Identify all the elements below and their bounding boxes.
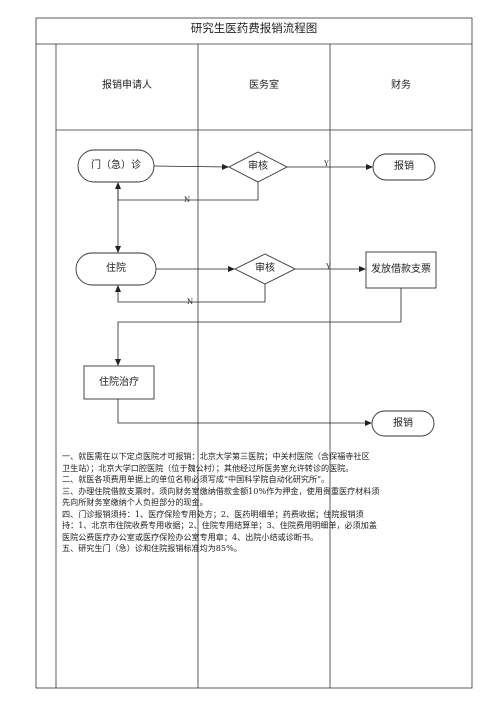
edge-label-no-inpatient: N — [187, 298, 194, 306]
frame-lines — [35, 17, 473, 689]
reimburse-outpatient-label: 报销 — [394, 161, 414, 172]
diagram-title: 研究生医药费报销流程图 — [190, 21, 318, 35]
reimburse-outpatient-node — [372, 153, 436, 181]
review-outpatient-label: 审核 — [248, 161, 268, 172]
review-inpatient-label: 审核 — [255, 263, 275, 274]
loan-form-label: 发放借款支票 — [371, 264, 431, 275]
notes-block: 一、就医需在以下定点医院才可报销：北京大学第三医院；中关村医院（含保福寺社区 卫… — [62, 451, 476, 555]
edge-label-no-outpatient: N — [184, 196, 191, 204]
edge-label-yes-inpatient: Y — [326, 263, 331, 271]
lane-header-clinic: 医务室 — [249, 80, 279, 91]
note-line: 卫生站）；北京大学口腔医院（位于魏公村）；其他经过所医务室允许转诊的医院。 — [62, 462, 354, 473]
reimburse-final-label: 报销 — [393, 418, 413, 429]
note-line: 先向所财务室缴纳个人负担部分的现金。 — [62, 497, 208, 507]
connectors — [115, 163, 402, 426]
inpatient-treatment-node — [83, 365, 155, 400]
note-line: 四、门诊报销须持：1、医疗保险专用处方；2、医药明细单；药费收据；住院报销须 — [62, 508, 364, 519]
inpatient-label: 住院 — [106, 263, 126, 274]
reimburse-final-node — [371, 410, 435, 437]
outpatient-label: 门（急）诊 — [91, 160, 141, 171]
note-line: 一、就医需在以下定点医院才可报销：北京大学第三医院；中关村医院（含保福寺社区 — [62, 451, 370, 461]
note-line: 持：1、北京市住院收费专用收据；2、住院专用结算单；3、住院费用明细单，必须加盖 — [62, 520, 377, 530]
note-line: 五、研究生门（急）诊和住院报销标准均为85%。 — [62, 543, 242, 553]
lane-header-applicant: 报销申请人 — [102, 80, 152, 91]
note-line: 二、就医各项费用单据上的单位名称必须写成“中国科学院自动化研究所”。 — [62, 474, 330, 484]
loan-form-node — [365, 251, 437, 289]
lane-header-finance: 财务 — [391, 80, 411, 91]
note-line: 三、办理住院借款支票时，须向财务室缴纳借款金额10%作为押金，使用贵重医疗材料须 — [62, 485, 380, 496]
note-line: 医院公费医疗办公室或医疗保险办公室专用章；4、出院小结或诊断书。 — [62, 531, 319, 542]
edge-label-yes-outpatient: Y — [324, 160, 329, 168]
inpatient-treatment-label: 住院治疗 — [99, 377, 139, 388]
